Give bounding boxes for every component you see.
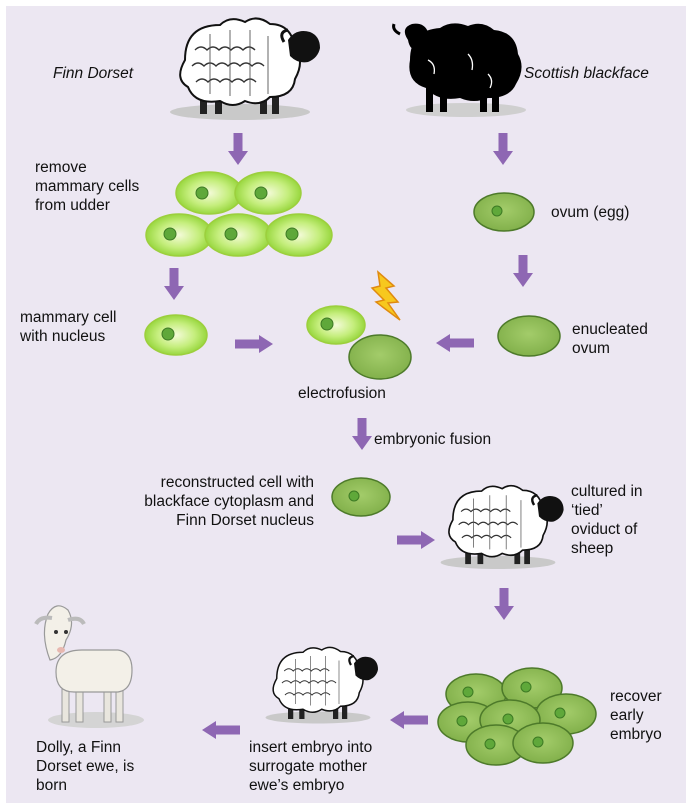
arrow-to-enucleated xyxy=(513,255,533,287)
insert-embryo-label: insert embryo into surrogate mother ewe’… xyxy=(249,738,372,795)
surrogate-sheep-icon xyxy=(266,647,379,723)
cultured-label: cultured in ‘tied’ oviduct of sheep xyxy=(571,482,643,558)
blackface-sheep-icon xyxy=(394,23,526,117)
arrow-mammary-to-fusion xyxy=(235,335,273,353)
arrow-to-single-mammary xyxy=(164,268,184,300)
arrow-to-oviduct-sheep xyxy=(397,531,435,549)
embryonic-fusion-label: embryonic fusion xyxy=(374,430,491,449)
mammary-cell-cluster xyxy=(146,172,332,256)
reconstructed-cell xyxy=(332,478,390,516)
recover-label: recover early embryo xyxy=(610,687,662,744)
arrow-blackface-to-ovum xyxy=(493,133,513,165)
finn-dorset-sheep-icon xyxy=(170,18,320,120)
arrow-to-reconstructed xyxy=(352,418,372,450)
enucleated-ovum xyxy=(498,316,560,356)
arrow-to-embryo xyxy=(494,588,514,620)
reconstructed-label: reconstructed cell with blackface cytopl… xyxy=(112,473,314,530)
mammary-cell-with-nucleus xyxy=(145,315,207,355)
arrow-surrogate-to-dolly xyxy=(202,721,240,739)
mammary-nucleus-label: mammary cell with nucleus xyxy=(20,308,116,346)
arrow-finn-to-mammary xyxy=(228,133,248,165)
oviduct-sheep-icon xyxy=(441,486,564,569)
lightning-icon xyxy=(372,272,400,320)
remove-mammary-label: remove mammary cells from udder xyxy=(35,158,139,215)
ovum-label: ovum (egg) xyxy=(551,203,629,222)
finn-dorset-label: Finn Dorset xyxy=(53,64,133,83)
scottish-blackface-label: Scottish blackface xyxy=(524,64,649,83)
lamb-icon xyxy=(36,606,144,728)
electrofusion-label: electrofusion xyxy=(298,384,386,403)
enucleated-label: enucleated ovum xyxy=(572,320,648,358)
early-embryo-cluster xyxy=(438,668,596,765)
arrow-embryo-to-surrogate xyxy=(390,711,428,729)
dolly-label: Dolly, a Finn Dorset ewe, is born xyxy=(36,738,134,795)
arrow-enucleated-to-fusion xyxy=(436,334,474,352)
ovum-cell xyxy=(474,193,534,231)
